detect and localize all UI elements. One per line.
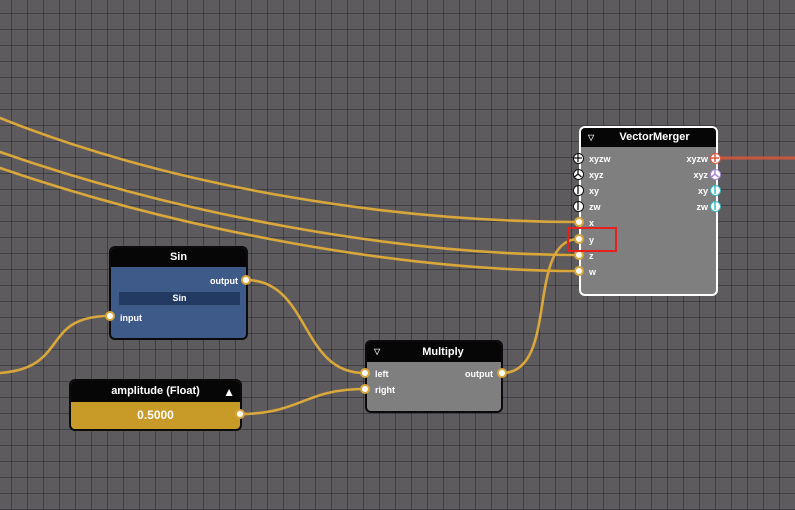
input-xy-label: xy — [589, 186, 600, 196]
multiply-output-label: output — [465, 369, 493, 379]
xyz-output-port-icon[interactable] — [710, 169, 721, 180]
zw-output-port-icon[interactable] — [710, 201, 721, 212]
y-input-port[interactable] — [574, 234, 584, 244]
multiply-right-label: right — [375, 385, 395, 395]
output-xyzw-label: xyzw — [686, 154, 708, 164]
w-input-port[interactable] — [574, 266, 584, 276]
multiply-left-label: left — [375, 369, 389, 379]
xyzw-output-port-icon[interactable] — [710, 153, 721, 164]
multiply-title-text: Multiply — [422, 346, 464, 358]
amplitude-node[interactable]: amplitude (Float) ▲ 0.5000 — [69, 379, 242, 431]
sin-node-title[interactable]: Sin — [111, 248, 246, 267]
output-xyz-label: xyz — [693, 170, 708, 180]
input-xyz-label: xyz — [589, 170, 604, 180]
wire-to-z — [0, 150, 581, 257]
y-port-highlight-box — [567, 227, 617, 252]
input-xyzw-label: xyzw — [589, 154, 611, 164]
zw-input-port-icon[interactable] — [573, 201, 584, 212]
output-xy-label: xy — [697, 186, 708, 196]
wire-mult-to-y — [500, 237, 581, 375]
multiply-title[interactable]: ▽ Multiply — [367, 342, 501, 362]
input-x-label: x — [589, 218, 595, 228]
xy-input-port-icon[interactable] — [573, 185, 584, 196]
multiply-output-port[interactable] — [497, 368, 507, 378]
input-w-label: w — [589, 267, 597, 277]
output-zw-label: zw — [696, 202, 708, 212]
sin-output-port[interactable] — [241, 275, 251, 285]
wire-to-w — [0, 166, 581, 273]
multiply-left-port[interactable] — [360, 368, 370, 378]
input-y-label: y — [589, 235, 595, 245]
sin-node[interactable]: Sin output Sin input — [109, 246, 248, 340]
x-input-port[interactable] — [574, 217, 584, 227]
sin-function-field[interactable]: Sin — [119, 292, 240, 305]
multiply-node[interactable]: ▽ Multiply left right output — [365, 340, 503, 413]
sin-input-label: input — [120, 313, 142, 323]
amplitude-title[interactable]: amplitude (Float) — [71, 381, 240, 402]
vector-merger-node[interactable]: ▽ VectorMerger xyzw xyz xy zw x y z w xy… — [579, 126, 718, 296]
vector-merger-title[interactable]: ▽ VectorMerger — [581, 128, 716, 147]
sin-input-port[interactable] — [105, 311, 115, 321]
sin-output-label: output — [210, 276, 238, 286]
amplitude-value[interactable]: 0.5000 — [137, 408, 174, 422]
vector-merger-title-text: VectorMerger — [619, 131, 690, 143]
xy-output-port-icon[interactable] — [710, 185, 721, 196]
xyz-input-port-icon[interactable] — [573, 169, 584, 180]
xyzw-input-port-icon[interactable] — [573, 153, 584, 164]
amplitude-output-port[interactable] — [235, 409, 245, 419]
wire-to-x — [0, 116, 581, 224]
multiply-right-port[interactable] — [360, 384, 370, 394]
triangle-down-icon[interactable]: ▽ — [374, 347, 381, 356]
input-z-label: z — [589, 251, 594, 261]
wire-amp-to-right — [238, 387, 366, 416]
wire-to-sin-input — [0, 314, 112, 375]
wire-sin-to-left — [244, 278, 366, 375]
triangle-up-icon[interactable]: ▲ — [223, 385, 235, 399]
input-zw-label: zw — [589, 202, 601, 212]
triangle-down-icon[interactable]: ▽ — [588, 133, 595, 142]
